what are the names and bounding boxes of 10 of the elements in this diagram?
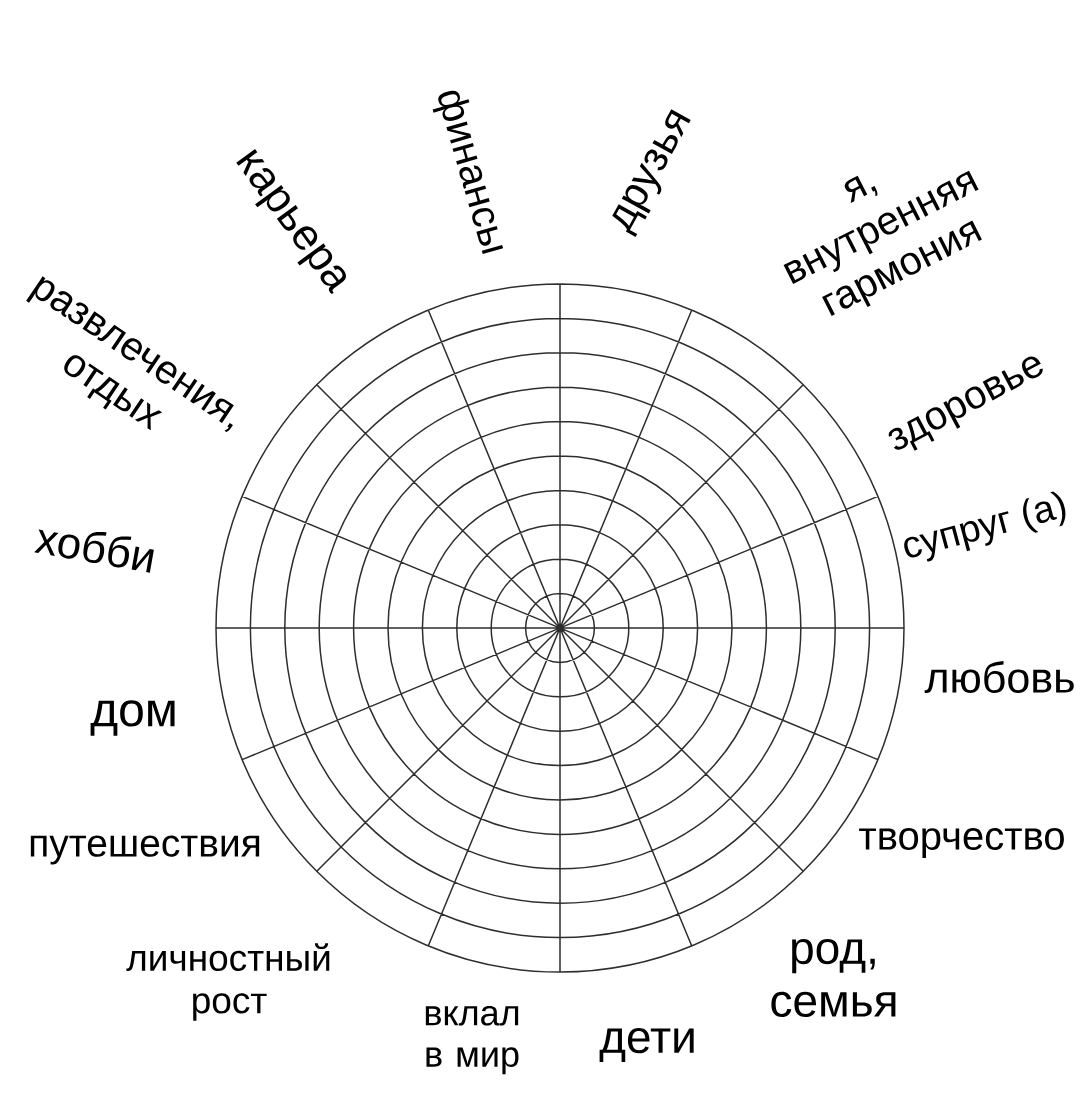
sector-label: вклал в мир [425,1005,519,1075]
sector-label: личностный рост [126,943,330,1021]
sector-label: дом [90,700,175,736]
sector-label: творчество [859,828,1064,858]
sector-label: супруг (а) [904,491,1066,562]
sector-label: любовь [924,661,1074,693]
sector-label: хобби [34,529,154,573]
sector-label: путешествия [30,835,260,865]
sector-label: род, семья [771,938,896,1018]
sector-label: дети [599,1028,694,1062]
